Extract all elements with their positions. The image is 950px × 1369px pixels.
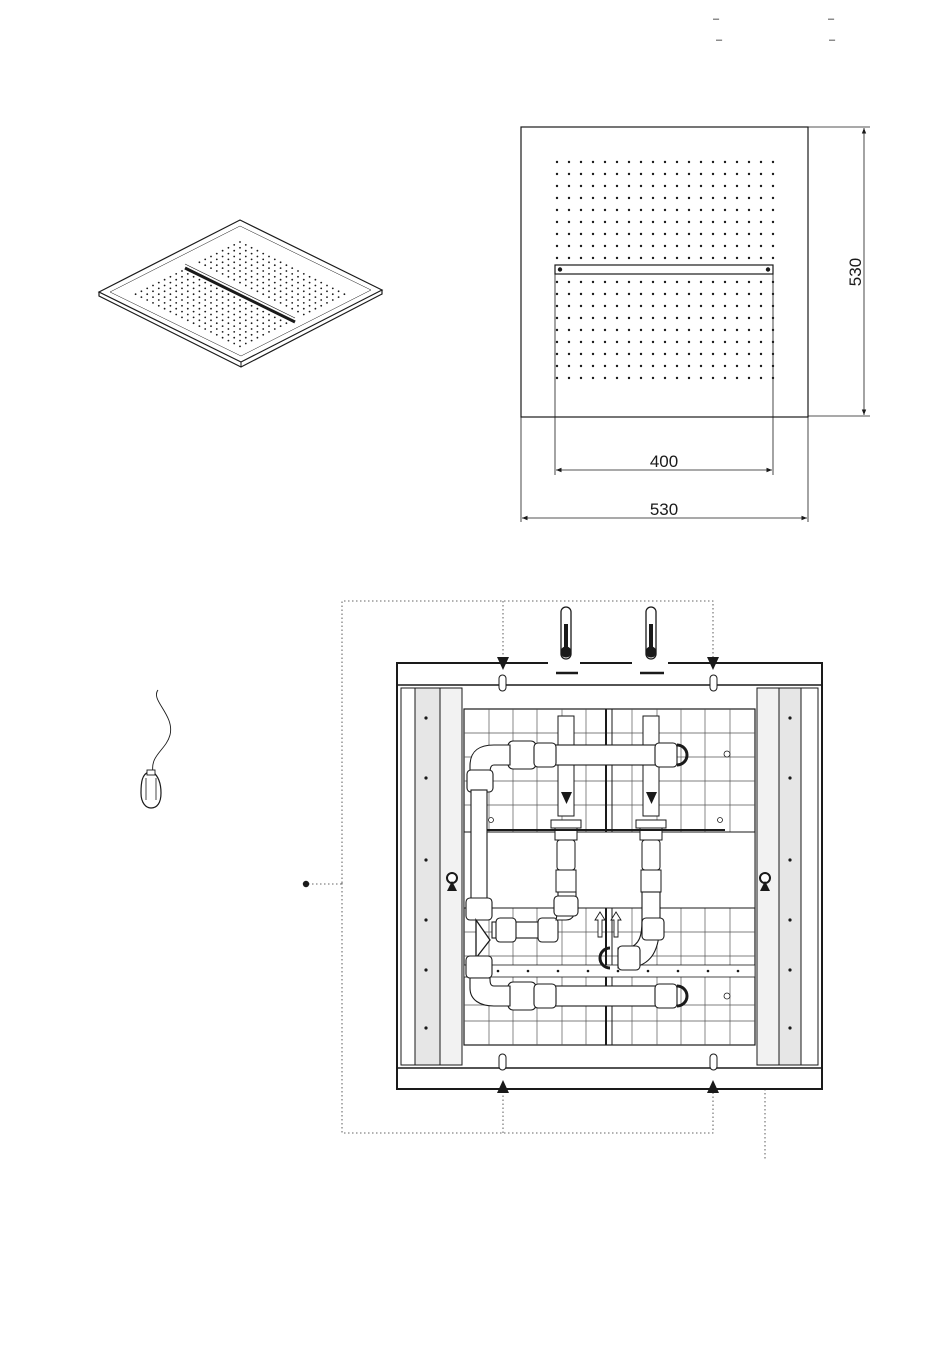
carabiner-icon (141, 690, 171, 808)
corner-mark: – (829, 34, 836, 46)
cold-water-inlet-icon (646, 607, 657, 659)
corner-marks: – – – – (713, 13, 836, 46)
corner-mark: – (713, 13, 720, 25)
hot-water-inlet-icon (561, 607, 572, 659)
light-strip (555, 265, 773, 274)
dimension-outer-width: 530 (650, 500, 678, 519)
dimension-spray-width: 400 (650, 452, 678, 471)
corner-mark: – (828, 13, 835, 25)
corner-mark: – (716, 34, 723, 46)
recessed-installation-box-view (303, 601, 822, 1160)
shower-head-top-view: 530 400 530 (521, 127, 870, 522)
shower-head-isometric-view (99, 220, 382, 367)
dimension-outer-height: 530 (846, 258, 865, 286)
